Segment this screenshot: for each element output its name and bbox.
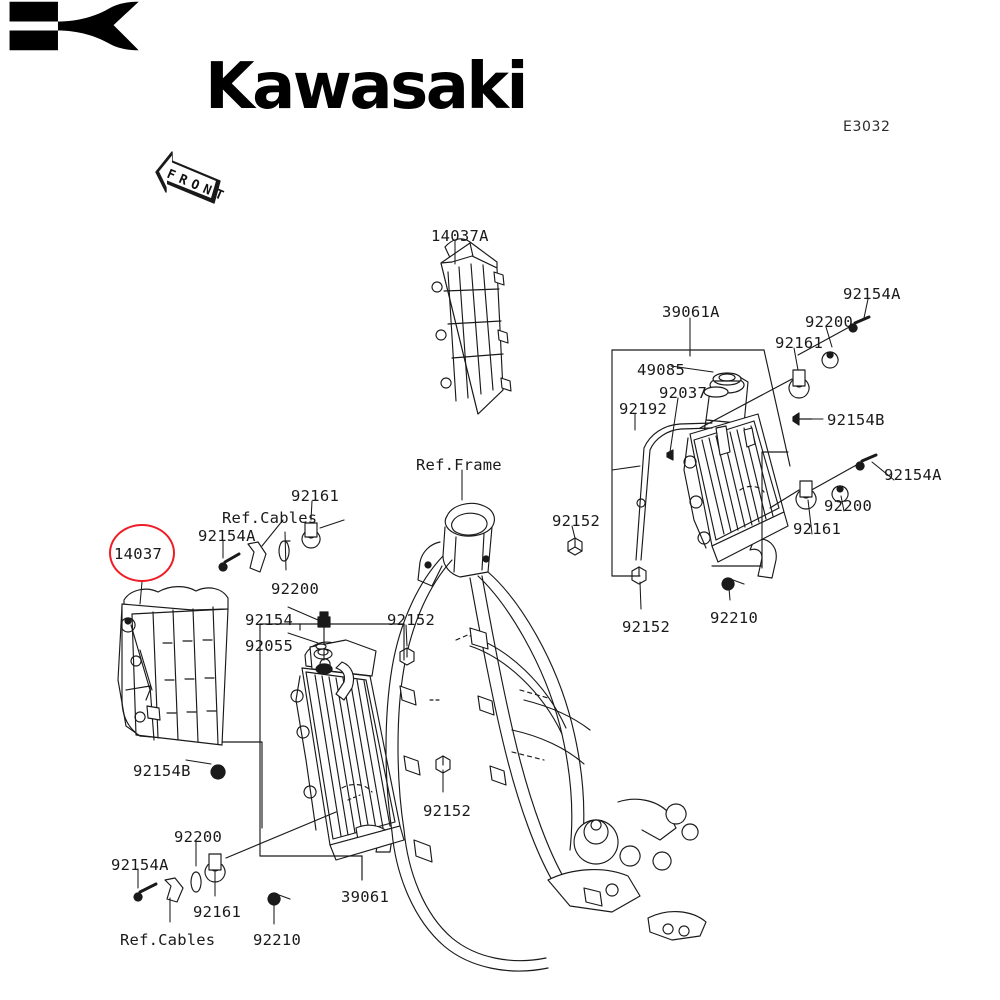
part-label-92154: 92154 [245,611,294,629]
part-label-92152-lower: 92152 [423,802,472,820]
fastener-92152-lower [435,755,451,774]
kawasaki-river-mark-icon [9,1,139,51]
diagram-code: E3032 [843,119,891,135]
part-label-39061A: 39061A [662,303,720,321]
part-label-92161-topright: 92161 [775,334,824,352]
assembly-bracket-right-inner [711,451,789,569]
part-label-92161-bottom: 92161 [193,903,242,921]
fastener-set-right-lower [769,453,878,510]
reference-label-cables-lower: Ref.Cables [120,931,216,949]
part-label-92154A-top: 92154A [843,285,901,303]
part-label-92210-bottom: 92210 [253,931,302,949]
part-label-92200-left: 92200 [271,580,320,598]
part-label-92055: 92055 [245,637,294,655]
part-label-92161-left: 92161 [291,487,340,505]
part-14037A-radiator-louver [431,238,512,415]
part-label-92152-upper: 92152 [552,512,601,530]
highlight-ellipse-14037 [109,524,175,582]
part-label-92154A-bottom: 92154A [111,856,169,874]
part-14037-radiator-guard [117,586,229,746]
assembly-bracket-39061A [611,349,791,577]
part-label-92192: 92192 [619,400,668,418]
part-label-92154A-left: 92154A [198,527,256,545]
leader-lines [137,240,895,925]
part-label-92210-right: 92210 [710,609,759,627]
fastener-92210-group [267,577,745,906]
part-39061-left-radiator [290,639,405,861]
fastener-92152-left [399,647,415,666]
part-label-92154B-left: 92154B [133,762,191,780]
assembly-bracket-left-inner [221,741,263,829]
part-label-92154A-right: 92154A [884,466,942,484]
front-arrow-icon: F R O N T [155,151,226,204]
fastener-92152-upper [567,537,583,556]
fastener-set-right-upper [699,315,871,429]
reference-label-cables-upper: Ref.Cables [222,509,318,527]
part-label-49085: 49085 [637,361,686,379]
part-92192-overflow-hose [635,422,713,561]
part-label-92200-topright: 92200 [805,313,854,331]
part-label-92152-center: 92152 [622,618,671,636]
part-label-92154B-right: 92154B [827,411,885,429]
part-label-92200-right: 92200 [824,497,873,515]
part-label-92200-bottom: 92200 [174,828,223,846]
part-label-14037A: 14037A [431,227,489,245]
part-label-92037: 92037 [659,384,708,402]
part-label-39061: 39061 [341,888,390,906]
fastener-92037-clamp [666,449,674,461]
part-label-92161-right: 92161 [793,520,842,538]
fastener-92154B-group [210,412,813,780]
part-label-92152-left: 92152 [387,611,436,629]
part-39061A-right-radiator [683,372,789,579]
brand-wordmark: Kawasaki [205,50,528,124]
fastener-set-left-upper [218,519,345,573]
part-label-14037-highlighted: 14037 [114,545,163,563]
fastener-92152-group [399,537,647,774]
reference-label-frame: Ref.Frame [416,456,502,474]
reference-frame-illustration [385,502,707,972]
